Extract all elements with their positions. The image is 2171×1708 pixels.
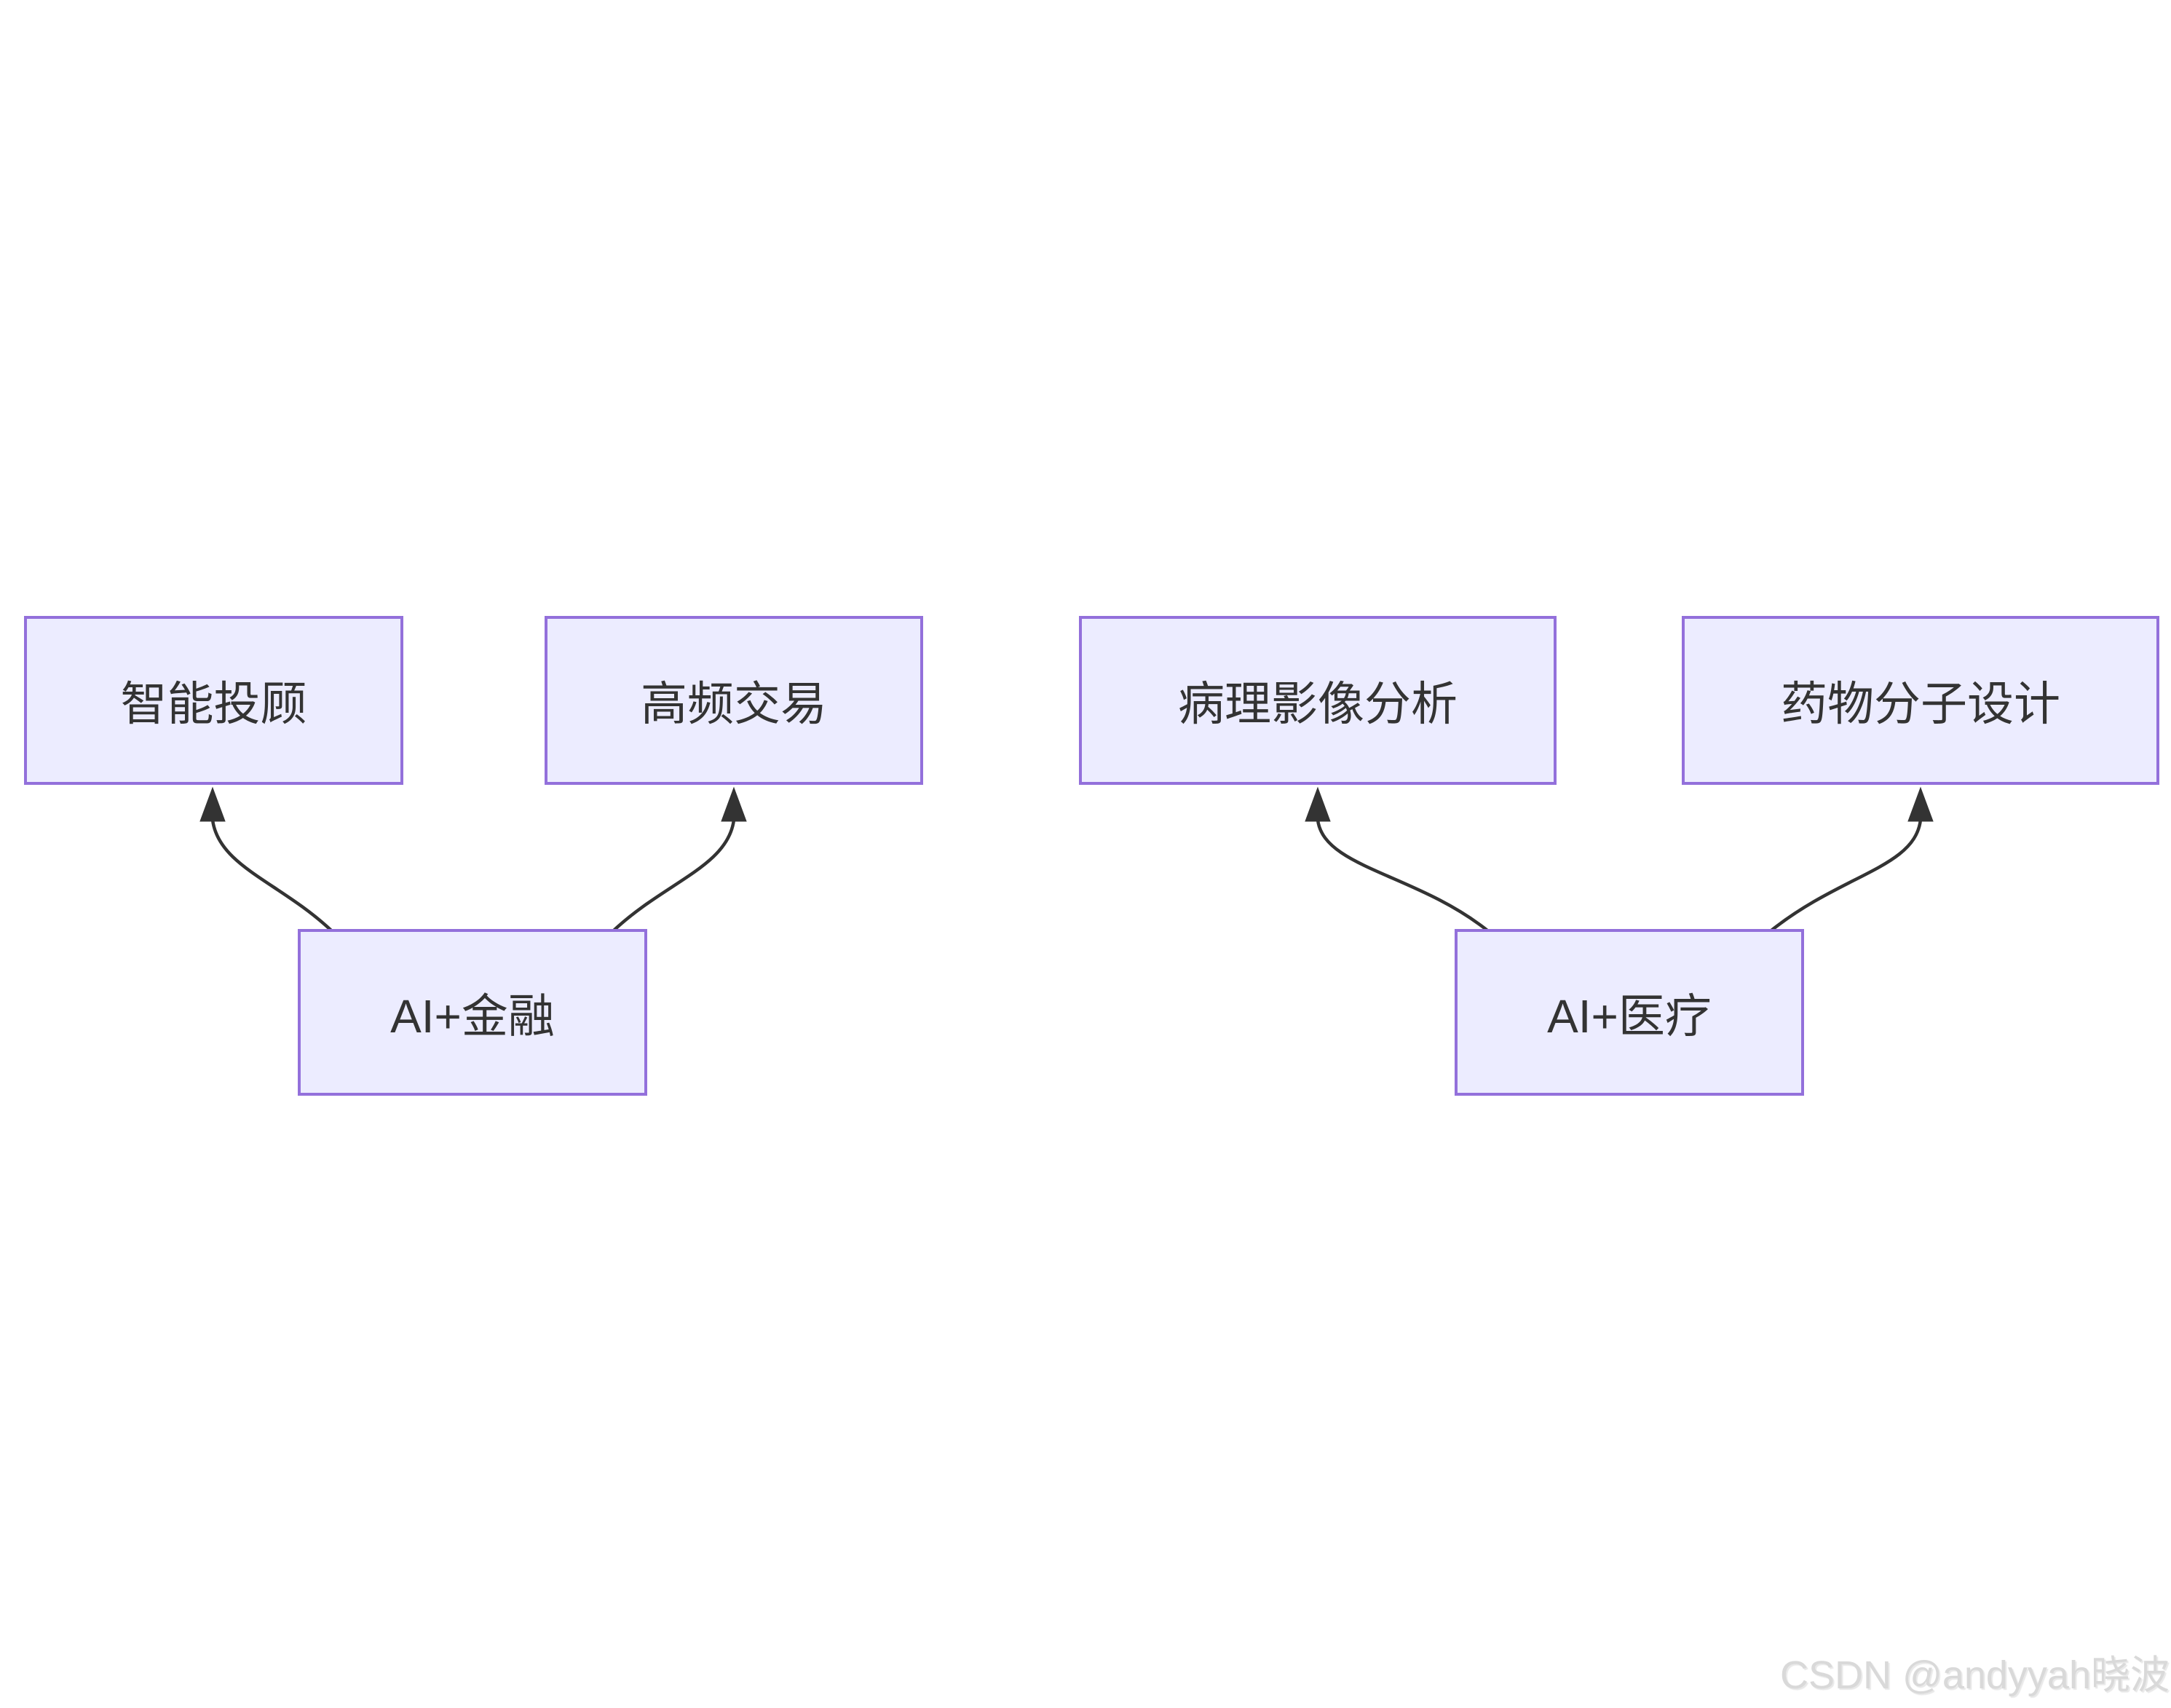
csdn-watermark: CSDN @andyyah晓波 bbox=[1780, 1653, 2170, 1697]
node-gaopin-jiaoyi-label: 高频交易 bbox=[641, 678, 827, 730]
node-bingli-yingxiang-fenxi: 病理影像分析 bbox=[1079, 616, 1557, 785]
edge-ai-yiliao-to-bingli-yingxiang bbox=[1316, 819, 1489, 932]
arrowhead-yaowu-fenzi bbox=[1907, 786, 1934, 822]
node-ai-jinrong: AI+金融 bbox=[298, 929, 647, 1096]
node-zhineng-tougu: 智能投顾 bbox=[24, 616, 403, 785]
node-bingli-yingxiang-fenxi-label: 病理影像分析 bbox=[1178, 678, 1458, 730]
arrowhead-bingli-yingxiang bbox=[1305, 786, 1331, 822]
edge-ai-jinrong-to-gaopin-jiaoyi bbox=[612, 819, 736, 932]
node-yaowu-fenzi-sheji: 药物分子设计 bbox=[1682, 616, 2159, 785]
node-zhineng-tougu-label: 智能投顾 bbox=[120, 678, 307, 730]
arrowhead-gaopin-jiaoyi bbox=[721, 786, 747, 822]
node-ai-yiliao-label: AI+医疗 bbox=[1547, 989, 1712, 1043]
arrowhead-zhineng-tougu bbox=[199, 786, 226, 822]
node-gaopin-jiaoyi: 高频交易 bbox=[545, 616, 923, 785]
node-ai-yiliao: AI+医疗 bbox=[1455, 929, 1804, 1096]
node-yaowu-fenzi-sheji-label: 药物分子设计 bbox=[1781, 678, 2060, 730]
node-ai-jinrong-label: AI+金融 bbox=[390, 989, 555, 1043]
edge-ai-yiliao-to-yaowu-fenzi bbox=[1770, 819, 1923, 932]
edge-ai-jinrong-to-zhineng-tougu bbox=[210, 819, 333, 932]
